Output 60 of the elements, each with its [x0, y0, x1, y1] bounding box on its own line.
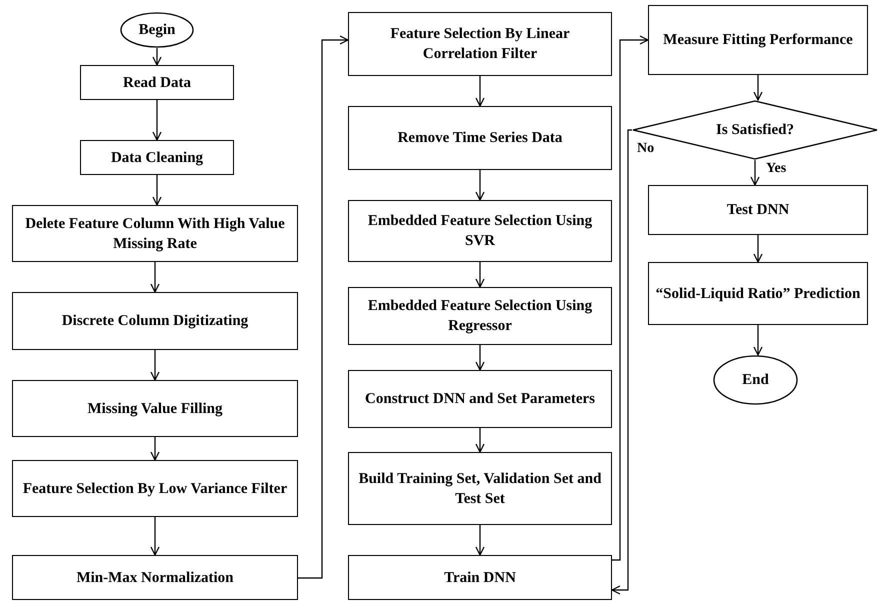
node-text: Read Data: [122, 74, 192, 92]
process-box: [12, 380, 298, 437]
node-text: Feature Selection By Low Variance Filter: [22, 480, 288, 498]
node-text: Embedded Feature Selection Using Regressor: [366, 297, 594, 336]
arrow: [152, 175, 162, 206]
arrow: [753, 75, 763, 101]
node-text: Is Satisfied?: [715, 121, 795, 140]
process-box: [12, 460, 298, 517]
process-box: [348, 200, 612, 262]
process-box: [12, 555, 298, 600]
decision-diamond: [632, 100, 878, 160]
node-text: Remove Time Series Data: [396, 129, 564, 148]
process-box: [12, 205, 298, 262]
arrow: [150, 350, 160, 381]
arrow: [475, 525, 485, 556]
arrow: [150, 262, 160, 293]
arrow: [150, 517, 160, 556]
arrow: [475, 76, 485, 107]
arrow: [611, 129, 632, 595]
arrow: [475, 170, 485, 201]
node-text: “Solid-Liquid Ratio” Prediction: [654, 284, 862, 304]
node-text: End: [741, 371, 770, 390]
node-text: Feature Selection By Linear Correlation Filter: [389, 25, 571, 64]
process-box: [648, 5, 868, 75]
terminal-oval: [713, 355, 798, 405]
node-text: Data Cleaning: [110, 148, 204, 168]
process-box: [348, 12, 612, 76]
node-text: Missing Value Filling: [86, 400, 224, 418]
process-box: [348, 106, 612, 170]
node-text: Delete Feature Column With High Value Missing Rate: [24, 214, 286, 254]
process-box: [648, 185, 868, 235]
arrow: [475, 428, 485, 453]
arrow: [150, 437, 160, 461]
process-box: [80, 65, 234, 100]
process-box: [348, 452, 612, 525]
arrow: [152, 100, 162, 141]
node-text: Min-Max Normalization: [75, 568, 235, 588]
arrow: [612, 35, 649, 561]
node-text: Embedded Feature Selection Using SVR: [366, 212, 594, 251]
arrow: [152, 48, 162, 66]
node-text: Test DNN: [726, 201, 790, 220]
node-text: Train DNN: [443, 568, 517, 588]
process-box: [348, 370, 612, 428]
node-text: Build Training Set, Validation Set and Test Set: [358, 470, 602, 508]
arrow: [475, 345, 485, 371]
arrow: [753, 325, 763, 356]
arrow: [750, 160, 760, 186]
node-text: Begin: [138, 21, 176, 40]
arrow: [298, 35, 349, 579]
process-box: [80, 140, 234, 175]
process-box: [648, 262, 868, 325]
process-box: [12, 292, 298, 350]
node-text: Measure Fitting Performance: [662, 31, 854, 50]
arrow: [475, 262, 485, 288]
node-text: Discrete Column Digitizating: [60, 312, 250, 331]
node-text: Construct DNN and Set Parameters: [364, 390, 596, 409]
process-box: [348, 287, 612, 345]
arrow: [753, 235, 763, 263]
terminal-oval: [120, 12, 194, 48]
process-box: [348, 555, 612, 600]
